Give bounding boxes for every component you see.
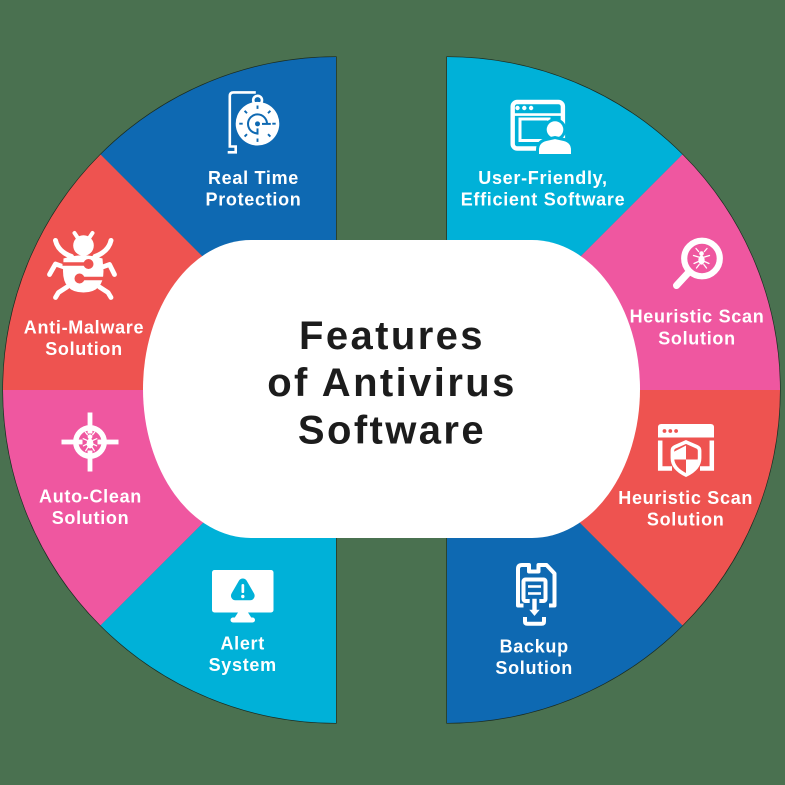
svg-text:Solution: Solution: [495, 658, 573, 678]
svg-text:Efficient Software: Efficient Software: [461, 190, 626, 210]
svg-text:Real Time: Real Time: [208, 168, 299, 188]
svg-text:Alert: Alert: [220, 634, 265, 654]
svg-text:of Antivirus: of Antivirus: [267, 361, 517, 405]
svg-text:Anti-Malware: Anti-Malware: [24, 318, 144, 338]
svg-text:User-Friendly,: User-Friendly,: [478, 168, 608, 188]
svg-text:Solution: Solution: [52, 508, 130, 528]
svg-text:Features: Features: [299, 314, 485, 358]
svg-text:Solution: Solution: [45, 339, 123, 359]
svg-text:Protection: Protection: [205, 190, 301, 210]
svg-text:Software: Software: [298, 408, 486, 452]
svg-text:System: System: [209, 655, 277, 675]
svg-text:Solution: Solution: [647, 510, 725, 530]
svg-text:Backup: Backup: [500, 637, 569, 657]
svg-text:Auto-Clean: Auto-Clean: [39, 486, 142, 506]
svg-text:Heuristic Scan: Heuristic Scan: [630, 307, 765, 327]
svg-text:Heuristic Scan: Heuristic Scan: [618, 488, 753, 508]
svg-text:Solution: Solution: [658, 329, 736, 349]
